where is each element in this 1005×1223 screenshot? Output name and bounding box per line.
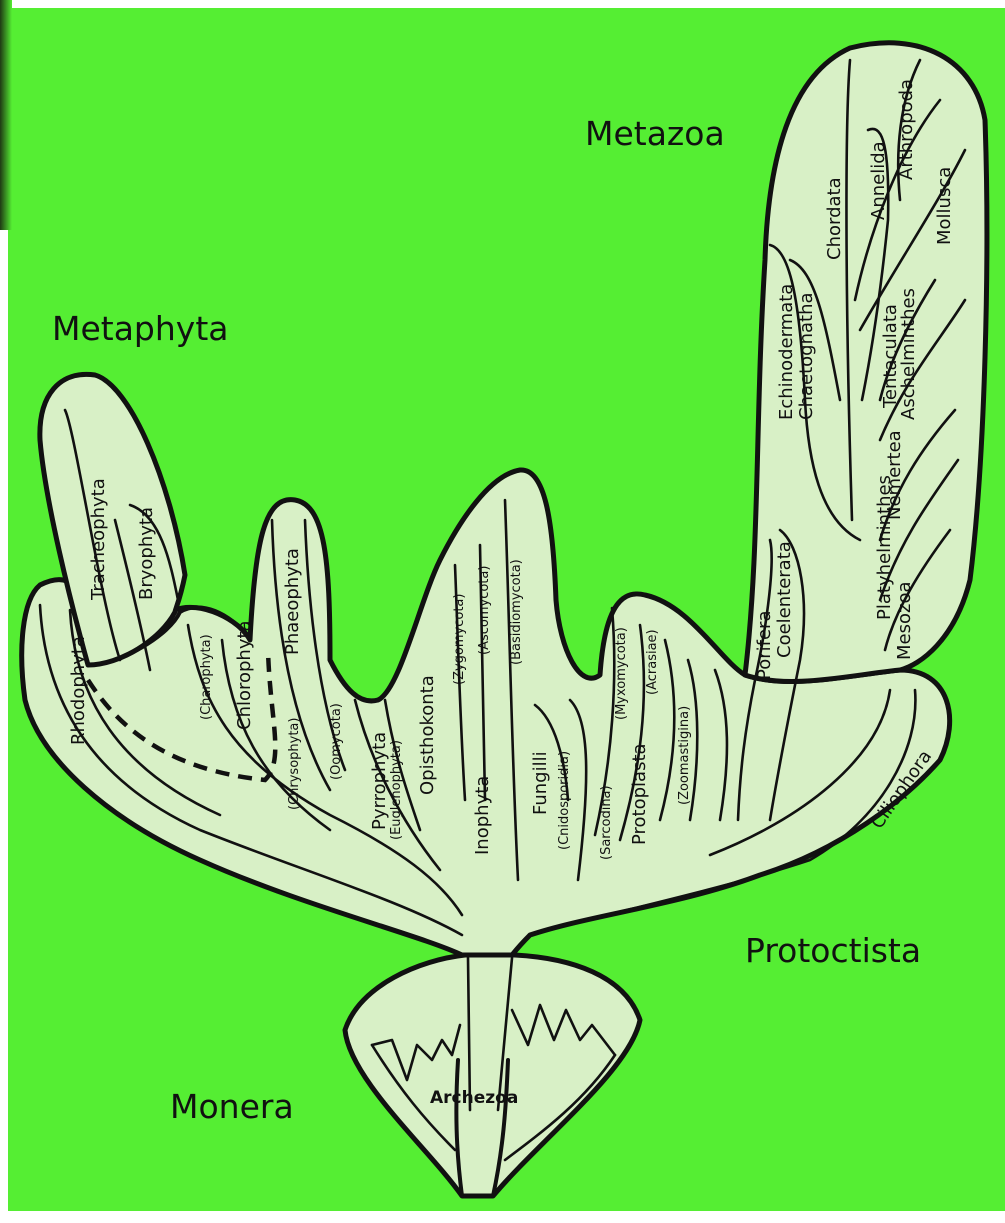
monera-label-archezoa: Archezoa: [430, 1088, 518, 1108]
phylum-label: (Charophyta): [199, 634, 214, 720]
phylum-label: Porifera: [754, 611, 775, 680]
phylum-label: Mesozoa: [894, 582, 915, 661]
phylum-label: Tracheophyta: [88, 478, 109, 601]
kingdom-label-metaphyta: Metaphyta: [52, 309, 229, 348]
phylum-label: Inophyta: [472, 776, 493, 855]
phylum-label: Chaetognatha: [796, 292, 817, 420]
kingdom-label-monera: Monera: [170, 1087, 294, 1126]
phylum-label: Arthropoda: [896, 79, 917, 180]
phylum-label: (Myxomycota): [614, 627, 629, 720]
kingdom-label-protoctista: Protoctista: [745, 931, 921, 970]
phylum-label: Opisthokonta: [417, 675, 438, 795]
phylum-label: (Acrasiae): [645, 629, 660, 695]
monera-cup: [345, 955, 640, 1196]
phylum-label: Mollusca: [934, 167, 955, 245]
phylum-label: Chlorophyta: [234, 620, 255, 730]
phylum-label: Fungilli: [530, 751, 551, 815]
phylum-label: Pyrrophyta: [369, 732, 390, 830]
phylum-label: (Sarcodina): [599, 785, 614, 860]
phylum-label: Chordata: [824, 177, 845, 260]
phylum-label: (Euglenophyta): [389, 740, 404, 840]
phylum-label: (Oomycota): [329, 703, 344, 780]
phylum-label: Bryophyta: [136, 507, 157, 600]
phylum-label: Aschelminthes: [898, 288, 919, 420]
phylum-label: Phaeophyta: [282, 548, 303, 655]
phylum-label: (Basidiomycota): [509, 559, 524, 665]
phylum-label: (Chrysophyta): [287, 718, 302, 810]
phylum-label: Annelida: [868, 141, 889, 220]
phylum-label: (Zoomastigina): [677, 706, 692, 805]
phylum-label: (Zygomycota): [452, 594, 467, 685]
kingdom-label-metazoa: Metazoa: [585, 114, 725, 153]
phylum-label: Coelenterata: [774, 541, 795, 658]
phylum-label: (Cnidosporidia): [557, 751, 572, 850]
phylum-label: Echinodermata: [776, 284, 797, 420]
phylum-label: Platyhelminthes: [874, 475, 895, 620]
phylum-label: Protoplasta: [629, 743, 650, 845]
phylum-label: (Ascomycota): [477, 566, 492, 655]
phylum-label: Rhodophyta: [68, 636, 89, 745]
